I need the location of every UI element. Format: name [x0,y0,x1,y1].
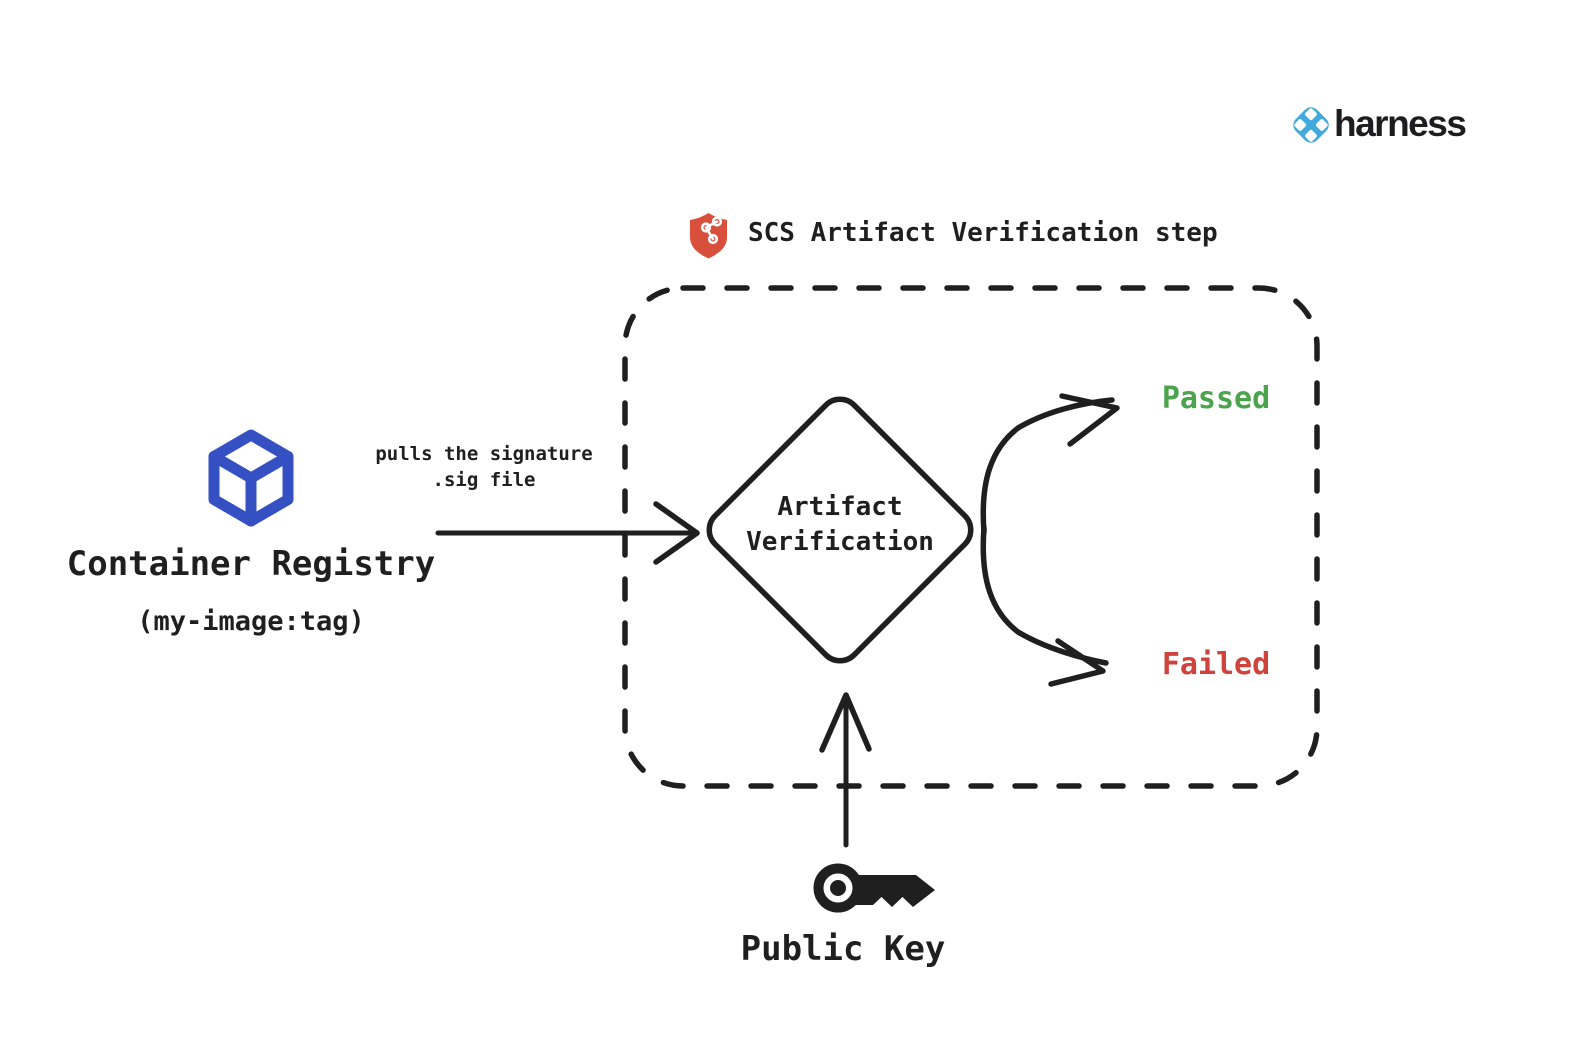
passed-label: Passed [1161,381,1271,416]
signature-pull-label-line1: pulls the signature [375,443,593,465]
decision-label: Artifact Verification [710,490,970,560]
harness-wordmark: harness [1334,103,1467,144]
harness-logo-icon [1293,107,1329,143]
container-registry-label: Container Registry [66,544,436,584]
passed-arrow [980,393,1120,535]
failed-arrow [980,525,1109,687]
failed-label: Failed [1161,647,1271,682]
public-key-label: Public Key [740,929,946,969]
signature-pull-label-line2: .sig file [432,469,536,491]
key-icon [813,863,935,913]
signature-pull-arrow [435,501,700,565]
shield-icon [690,213,727,259]
decision-label-line2: Verification [746,527,934,557]
verification-boundary [622,285,1320,789]
decision-label-line1: Artifact [777,492,903,522]
container-registry-sublabel: (my-image:tag) [137,606,365,637]
decision-diamond [706,396,974,664]
signature-pull-label: pulls the signature .sig file [370,441,598,493]
step-title: SCS Artifact Verification step [748,218,1218,248]
container-registry-icon [208,429,294,527]
public-key-arrow [819,692,872,848]
